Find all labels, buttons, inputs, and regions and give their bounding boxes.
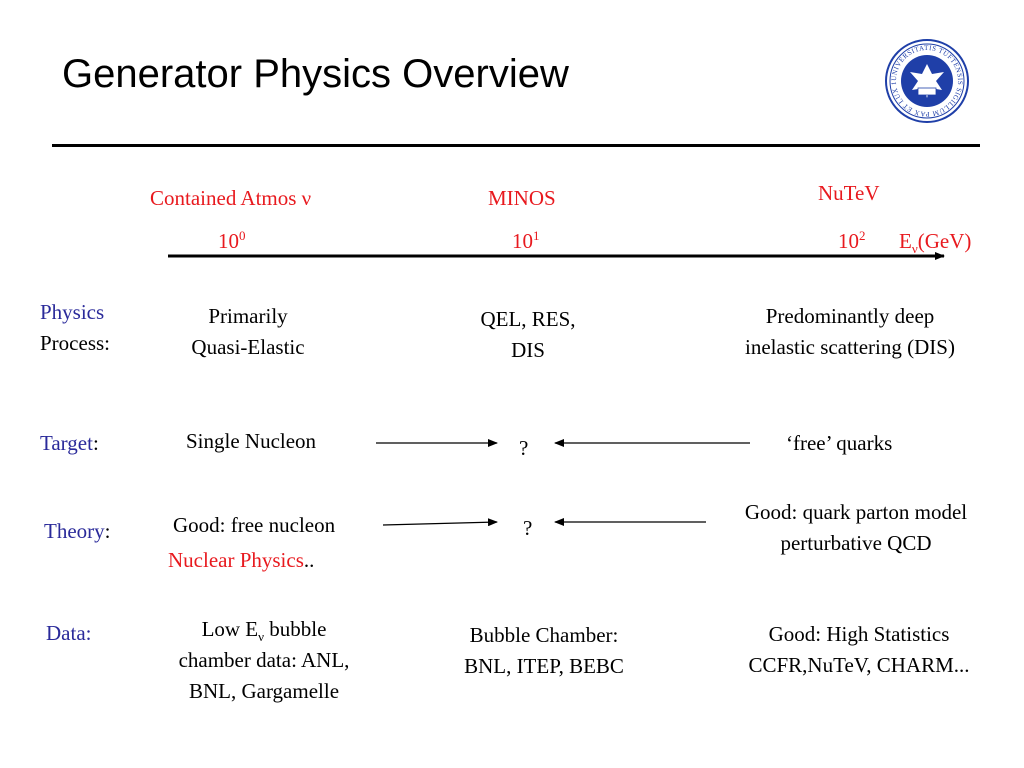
- title-divider: [52, 144, 980, 147]
- tick-label-10-2: 102: [838, 228, 866, 253]
- tick-label-10-1: 101: [512, 228, 540, 253]
- physics-process-label-line2: Process:: [40, 331, 110, 355]
- theory-low-note: Nuclear Physics..: [168, 548, 315, 572]
- target-low: Single Nucleon: [186, 429, 317, 453]
- axis-unit-label: Eν(GeV): [899, 229, 972, 257]
- target-high: ‘free’ quarks: [786, 431, 893, 455]
- tick-label-10-0: 100: [218, 228, 246, 253]
- physics-process-label-line1: Physics: [40, 300, 105, 324]
- theory-left-arrow: [382, 518, 498, 527]
- data-mid: Bubble Chamber:BNL, ITEP, BEBC: [464, 623, 624, 678]
- data-low: Low Eν bubble chamber data: ANL, BNL, Ga…: [178, 617, 350, 703]
- physics-mid: QEL, RES,DIS: [480, 307, 576, 362]
- axis-label-minos: MINOS: [488, 186, 556, 210]
- target-mid: ?: [519, 436, 529, 460]
- theory-low: Good: free nucleon: [173, 513, 336, 537]
- data-label: Data:: [46, 621, 92, 645]
- page-title: Generator Physics Overview: [62, 52, 569, 96]
- theory-mid: ?: [523, 516, 533, 540]
- target-label: Target:: [40, 431, 99, 455]
- theory-label: Theory:: [44, 519, 111, 543]
- axis-label-nutev: NuTeV: [818, 181, 880, 205]
- university-seal-icon: UNIVERSITATIS TUFTENSIS SIGILLUM PAX ET …: [884, 38, 969, 123]
- axis-label-atmos: Contained Atmos ν: [150, 186, 312, 210]
